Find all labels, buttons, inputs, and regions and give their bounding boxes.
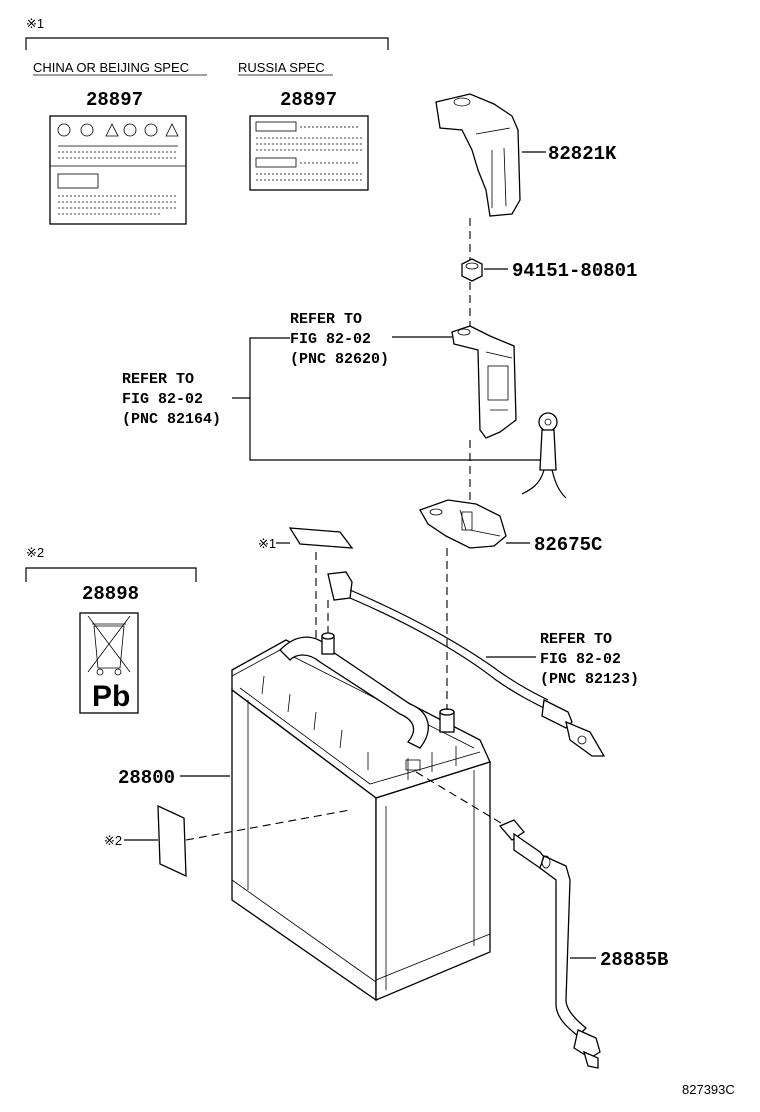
- battery-part[interactable]: [231, 632, 491, 1002]
- pb-text: Pb: [92, 680, 130, 713]
- russia-warning-label: [249, 115, 369, 191]
- part-number-clamp[interactable]: 82675C: [534, 534, 602, 556]
- note2-bracket: [25, 567, 197, 582]
- leader-82164-bottom: [249, 398, 540, 461]
- ring-terminal-wire: [521, 412, 567, 499]
- axis-small-label-note2: [185, 809, 351, 841]
- small-label-note1: [288, 527, 354, 549]
- china-spec-heading: CHINA OR BEIJING SPEC: [33, 60, 189, 75]
- ref-82123-line1[interactable]: REFER TO: [540, 631, 612, 648]
- drawing-id: 827393C: [682, 1082, 735, 1097]
- fuse-terminal-block: [451, 325, 517, 439]
- ref-82164-line1[interactable]: REFER TO: [122, 371, 194, 388]
- part-number-pb-label[interactable]: 28898: [82, 583, 139, 605]
- nut-part[interactable]: [461, 258, 483, 282]
- note1-marker: ※1: [26, 16, 44, 31]
- part-number-vent-hose[interactable]: 28885B: [600, 949, 668, 971]
- china-warning-label: [49, 115, 187, 225]
- axis-vent-hose: [415, 771, 507, 827]
- ref-82620-line1[interactable]: REFER TO: [290, 311, 362, 328]
- ref-82123-line3[interactable]: (PNC 82123): [540, 671, 639, 688]
- part-number-nut[interactable]: 94151-80801: [512, 260, 637, 282]
- small-label-note1-marker: ※1: [258, 536, 276, 551]
- ref-82620-line3[interactable]: (PNC 82620): [290, 351, 389, 368]
- russia-spec-heading: RUSSIA SPEC: [238, 60, 325, 75]
- ref-82620-line2[interactable]: FIG 82-02: [290, 331, 371, 348]
- terminal-cover-part[interactable]: [435, 93, 521, 217]
- ref-82164-line2[interactable]: FIG 82-02: [122, 391, 203, 408]
- note2-marker: ※2: [26, 545, 44, 560]
- ref-82164-line3[interactable]: (PNC 82164): [122, 411, 221, 428]
- ref-82123-line2[interactable]: FIG 82-02: [540, 651, 621, 668]
- pb-recycle-label: Pb: [79, 612, 139, 714]
- leader-82164-top: [232, 337, 290, 399]
- vent-hose-part[interactable]: [498, 819, 601, 1069]
- part-number-label-china[interactable]: 28897: [86, 89, 143, 111]
- part-number-battery[interactable]: 28800: [118, 767, 175, 789]
- negative-cable: [327, 571, 606, 757]
- note1-bracket: [25, 37, 389, 50]
- small-label-note2-marker: ※2: [104, 833, 122, 848]
- terminal-clamp-part[interactable]: [419, 499, 507, 549]
- part-number-label-russia[interactable]: 28897: [280, 89, 337, 111]
- small-label-note2: [157, 804, 187, 878]
- part-number-cover[interactable]: 82821K: [548, 143, 617, 165]
